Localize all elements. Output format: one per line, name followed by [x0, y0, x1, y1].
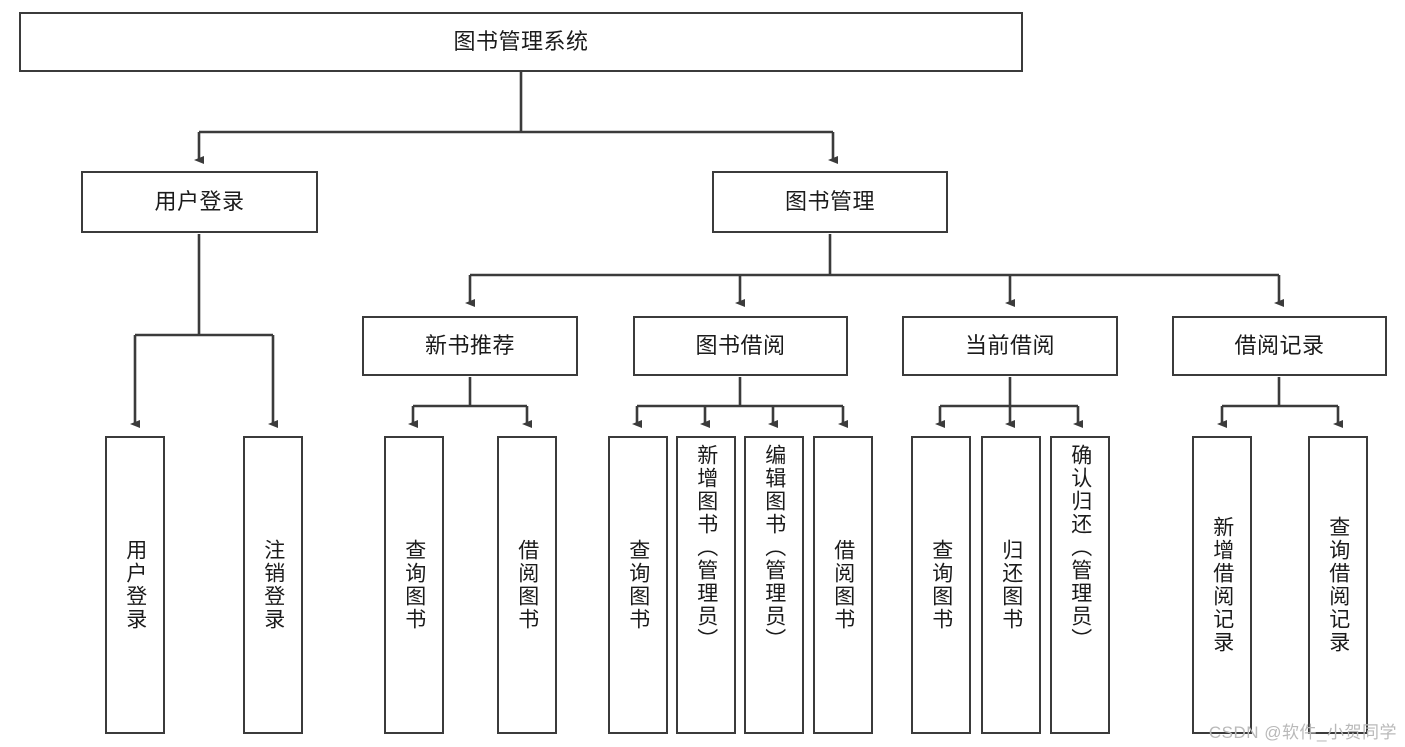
node-label: 归还图书	[999, 539, 1023, 631]
leaf-search-book-recommend[interactable]: 查询图书	[384, 436, 444, 734]
leaf-search-book-borrow[interactable]: 查询图书	[608, 436, 668, 734]
node-label: 借阅图书	[515, 539, 539, 631]
node-label: 新增图书（管理员）	[694, 444, 718, 651]
node-label: 用户登录	[123, 539, 147, 631]
node-label: 新增借阅记录	[1210, 516, 1234, 654]
node-user-login[interactable]: 用户登录	[81, 171, 318, 233]
node-label: 编辑图书（管理员）	[762, 444, 786, 651]
node-label: 图书借阅	[695, 333, 786, 359]
leaf-add-borrow-record[interactable]: 新增借阅记录	[1192, 436, 1252, 734]
node-label: 借阅图书	[831, 539, 855, 631]
node-label: 借阅记录	[1234, 333, 1325, 359]
node-label: 图书管理	[784, 189, 875, 215]
node-book-borrow[interactable]: 图书借阅	[633, 316, 848, 376]
leaf-search-borrow-record[interactable]: 查询借阅记录	[1308, 436, 1368, 734]
node-label: 新书推荐	[424, 333, 515, 359]
leaf-user-logout[interactable]: 注销登录	[243, 436, 303, 734]
node-label: 注销登录	[261, 539, 285, 631]
node-borrow-record[interactable]: 借阅记录	[1172, 316, 1387, 376]
leaf-borrow-book[interactable]: 借阅图书	[813, 436, 873, 734]
leaf-user-login[interactable]: 用户登录	[105, 436, 165, 734]
node-label: 查询图书	[626, 539, 650, 631]
watermark: CSDN @软件_小贺同学	[1208, 723, 1397, 742]
node-root-system[interactable]: 图书管理系统	[19, 12, 1023, 72]
node-label: 确认归还（管理员）	[1068, 444, 1092, 651]
node-book-management[interactable]: 图书管理	[712, 171, 948, 233]
leaf-search-book-current[interactable]: 查询图书	[911, 436, 971, 734]
node-current-borrow[interactable]: 当前借阅	[902, 316, 1118, 376]
node-label: 查询借阅记录	[1326, 516, 1350, 654]
leaf-borrow-book-recommend[interactable]: 借阅图书	[497, 436, 557, 734]
leaf-return-book[interactable]: 归还图书	[981, 436, 1041, 734]
node-label: 图书管理系统	[453, 29, 589, 55]
leaf-edit-book-admin[interactable]: 编辑图书（管理员）	[744, 436, 804, 734]
node-label: 查询图书	[929, 539, 953, 631]
node-label: 当前借阅	[964, 333, 1055, 359]
node-label: 查询图书	[402, 539, 426, 631]
node-new-book-recommend[interactable]: 新书推荐	[362, 316, 578, 376]
leaf-add-book-admin[interactable]: 新增图书（管理员）	[676, 436, 736, 734]
leaf-confirm-return-admin[interactable]: 确认归还（管理员）	[1050, 436, 1110, 734]
node-label: 用户登录	[154, 189, 245, 215]
